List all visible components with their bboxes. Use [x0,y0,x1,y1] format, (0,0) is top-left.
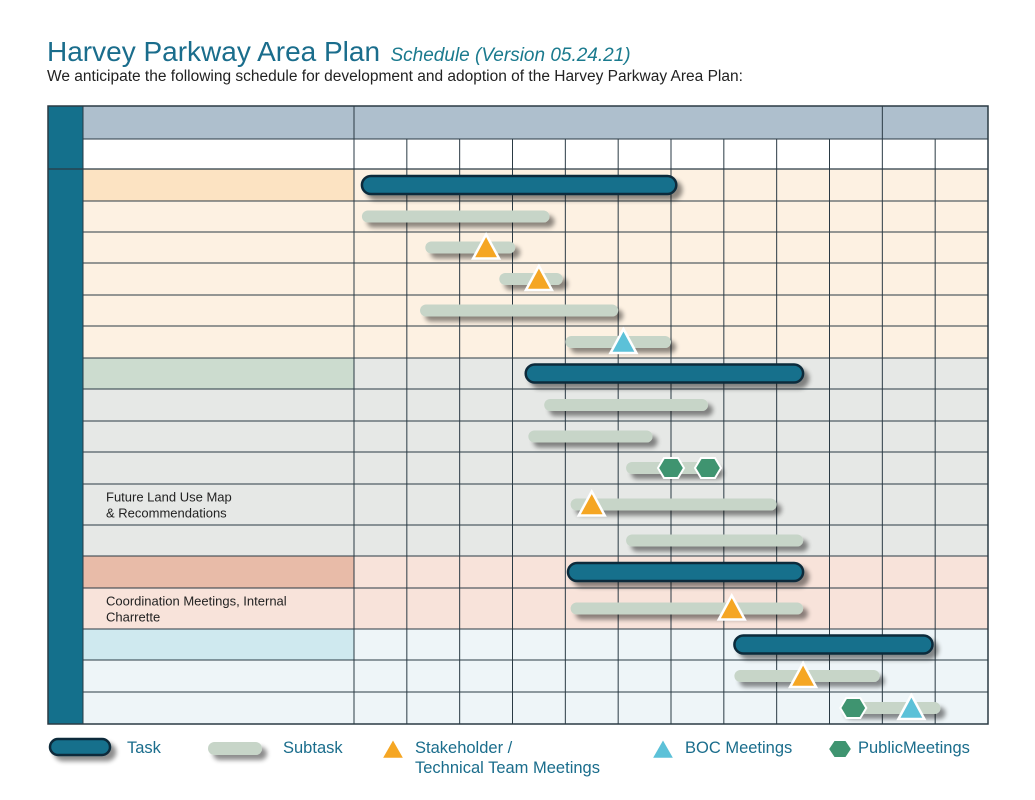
stakeholder-meeting-marker [787,660,819,689]
row-bg [83,389,988,421]
task-bar [524,363,805,384]
subtask-bar [361,210,550,223]
subtask-bar [420,304,619,317]
subtask-bar [626,534,804,547]
subtask-bar [544,399,708,411]
task-bar [733,634,934,655]
stakeholder-meeting-marker [523,263,555,292]
task-label-line: Coordination Meetings, Internal [106,594,287,609]
subtask-bar [528,430,653,443]
stakeholder-meeting-marker [470,231,502,260]
public-meeting-marker [839,697,868,719]
page-subtitle: Schedule (Version 05.24.21) [390,45,631,66]
table-border [47,105,989,725]
subtask-bar [570,602,804,615]
boc-meeting-marker [608,326,639,355]
public-meeting-marker [693,457,723,479]
stakeholder-meeting-marker [576,488,607,517]
task-bar [360,174,678,196]
phase-label-bg [83,169,354,201]
subtask-bar [425,241,516,254]
row-bg [83,452,988,484]
task-label: Future Land Use Map& Recommendations [106,490,232,521]
title-block: Harvey Parkway Area Plan Schedule (Versi… [47,36,631,68]
row-bg [83,588,988,629]
row-bg [83,326,988,358]
stakeholder-meeting-marker [716,592,747,621]
phase-label-bg [83,629,354,660]
subtask-bar [570,498,777,511]
task-label-line: Charrette [106,610,160,625]
page-title: Harvey Parkway Area Plan [47,36,381,67]
boc-meeting-marker [896,692,927,721]
year-header-bg [48,106,988,139]
public-meeting-marker [656,457,686,479]
phase-label-bg [83,358,354,389]
task-label-line: Future Land Use Map [106,490,232,505]
row-bg [83,525,988,556]
phase-label-bg [83,556,354,588]
side-bar [48,106,83,724]
row-bg [83,692,988,724]
row-bg [83,484,988,525]
month-header-bg [83,139,988,169]
task-bar [566,561,805,583]
intro-text: We anticipate the following schedule for… [47,68,743,85]
task-label-line: & Recommendations [106,506,227,521]
row-bg [83,232,988,263]
